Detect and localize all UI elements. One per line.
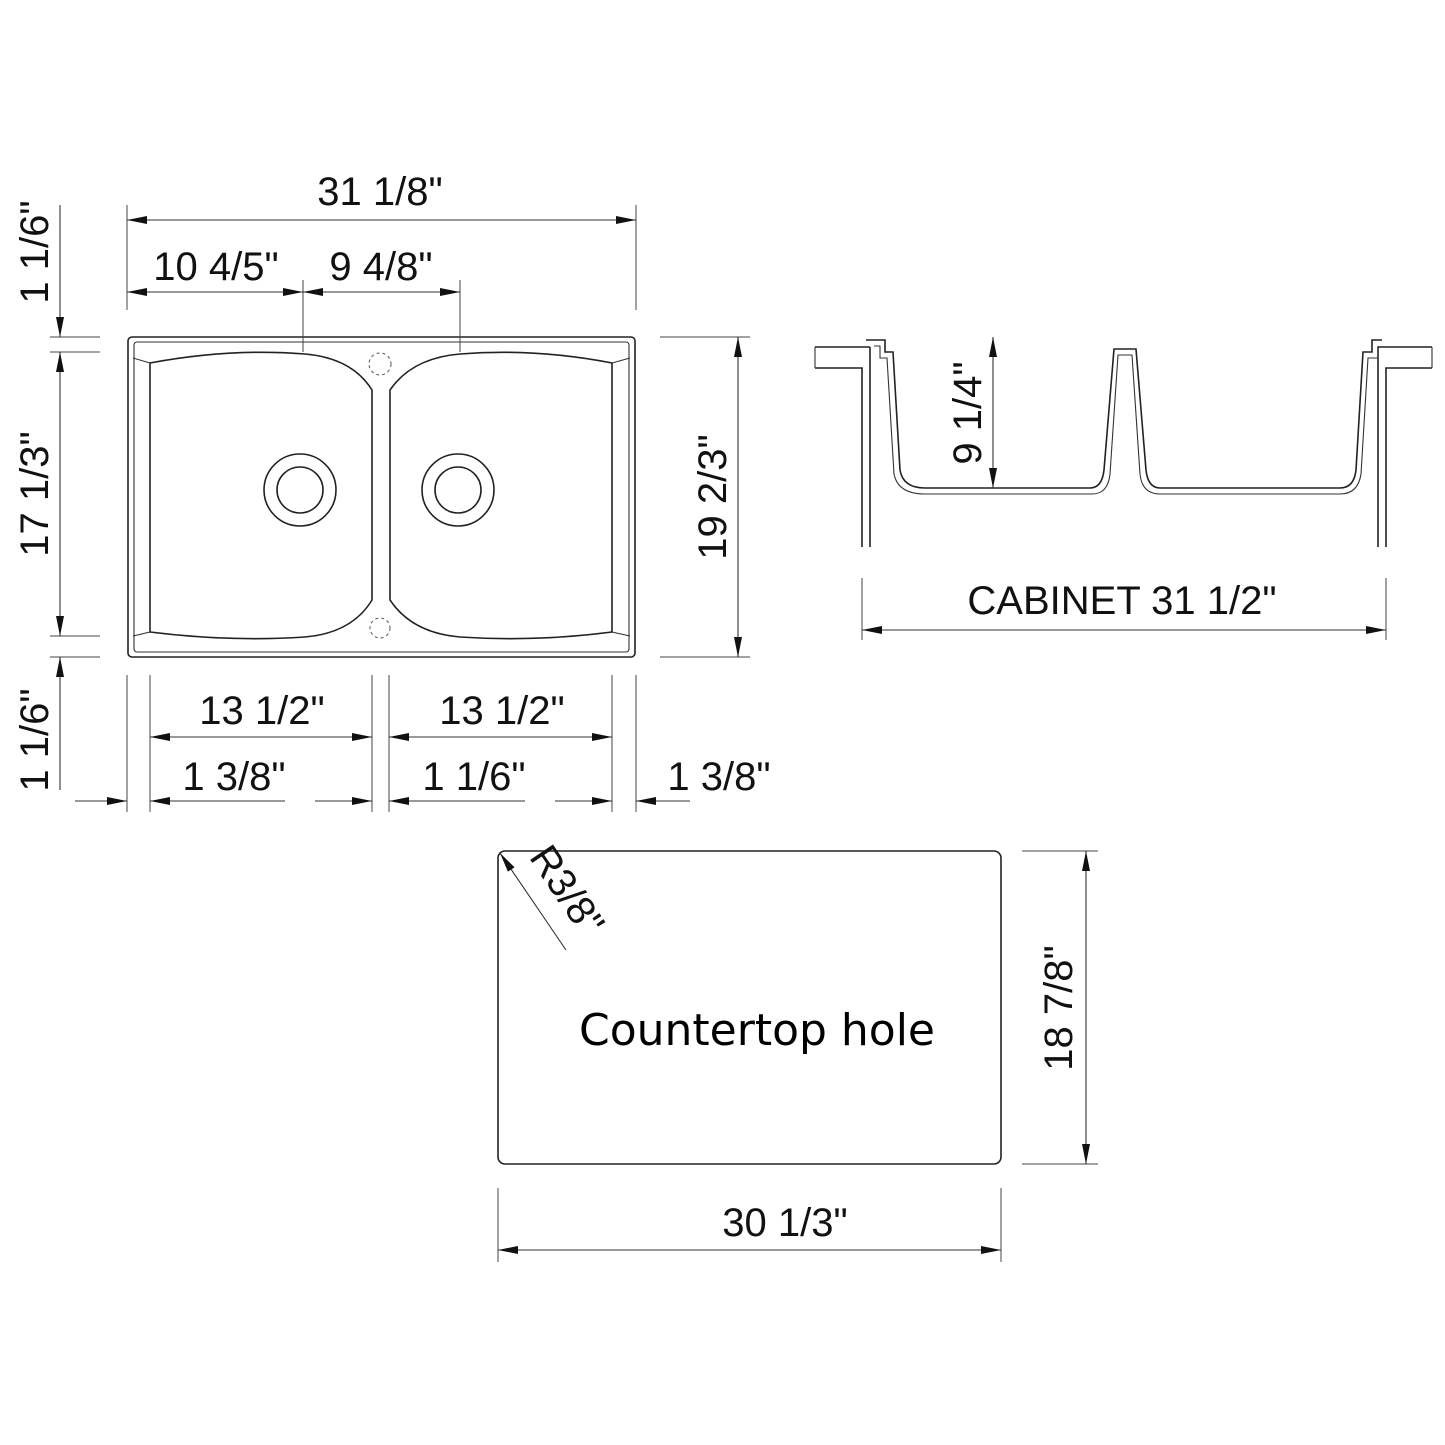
left-offset-label: 10 4/5" [153,245,278,289]
corner-radius-leader [499,852,567,951]
faucet-hole-top [368,352,392,376]
faucet-hole-bottom [369,617,391,639]
sink-profile-inner [874,345,1379,495]
corner-radius-label: R3/8" [521,838,613,944]
countertop-left [815,346,871,547]
cutout-outline [497,850,1002,1165]
right-drain-outer [421,453,495,527]
side-view: 9 1/4" CABINET 31 1/2" [814,337,1433,640]
left-bowl-corner [132,357,151,637]
cabinet-label: CABINET 31 1/2" [967,579,1276,623]
top-view: 31 1/8" 10 4/5" 9 4/8" 19 2/3" 17 1/3" 1… [13,170,771,812]
right-bowl-width-label: 13 1/2" [439,689,564,733]
inner-depth-label: 17 1/3" [13,431,57,556]
overall-width-label: 31 1/8" [317,170,442,214]
cutout-height-label: 18 7/8" [1037,945,1081,1070]
sink-profile-outer [866,339,1382,489]
countertop-cut-edges [814,347,1433,368]
bottom-margin-label: 1 1/6" [13,688,57,791]
sink-inner-rim [133,341,630,653]
right-bowl-outline [389,351,613,640]
left-rim-label: 1 3/8" [182,755,285,799]
cutout-title: Countertop hole [579,1005,935,1056]
cutout-width-label: 30 1/3" [722,1201,847,1245]
right-drain-inner [434,466,482,514]
top-margin-label: 1 1/6" [13,200,57,303]
left-bowl-width-label: 13 1/2" [199,689,324,733]
cutout-extension-lines [497,850,1098,1262]
cutout-view: R3/8" Countertop hole 18 7/8" 30 1/3" [497,838,1098,1262]
right-rim-label: 1 3/8" [667,755,770,799]
top-view-extension-lines [50,205,750,812]
left-drain-inner [276,466,324,514]
sink-outer-rim [127,336,636,658]
center-offset-label: 9 4/8" [329,245,432,289]
left-drain-outer [263,453,337,527]
overall-depth-label: 19 2/3" [691,434,735,559]
center-divider-label: 1 1/6" [422,755,525,799]
left-bowl-outline [149,351,373,640]
right-bowl-corner [611,357,631,637]
bowl-depth-label: 9 1/4" [946,361,990,464]
countertop-right [1377,346,1432,547]
